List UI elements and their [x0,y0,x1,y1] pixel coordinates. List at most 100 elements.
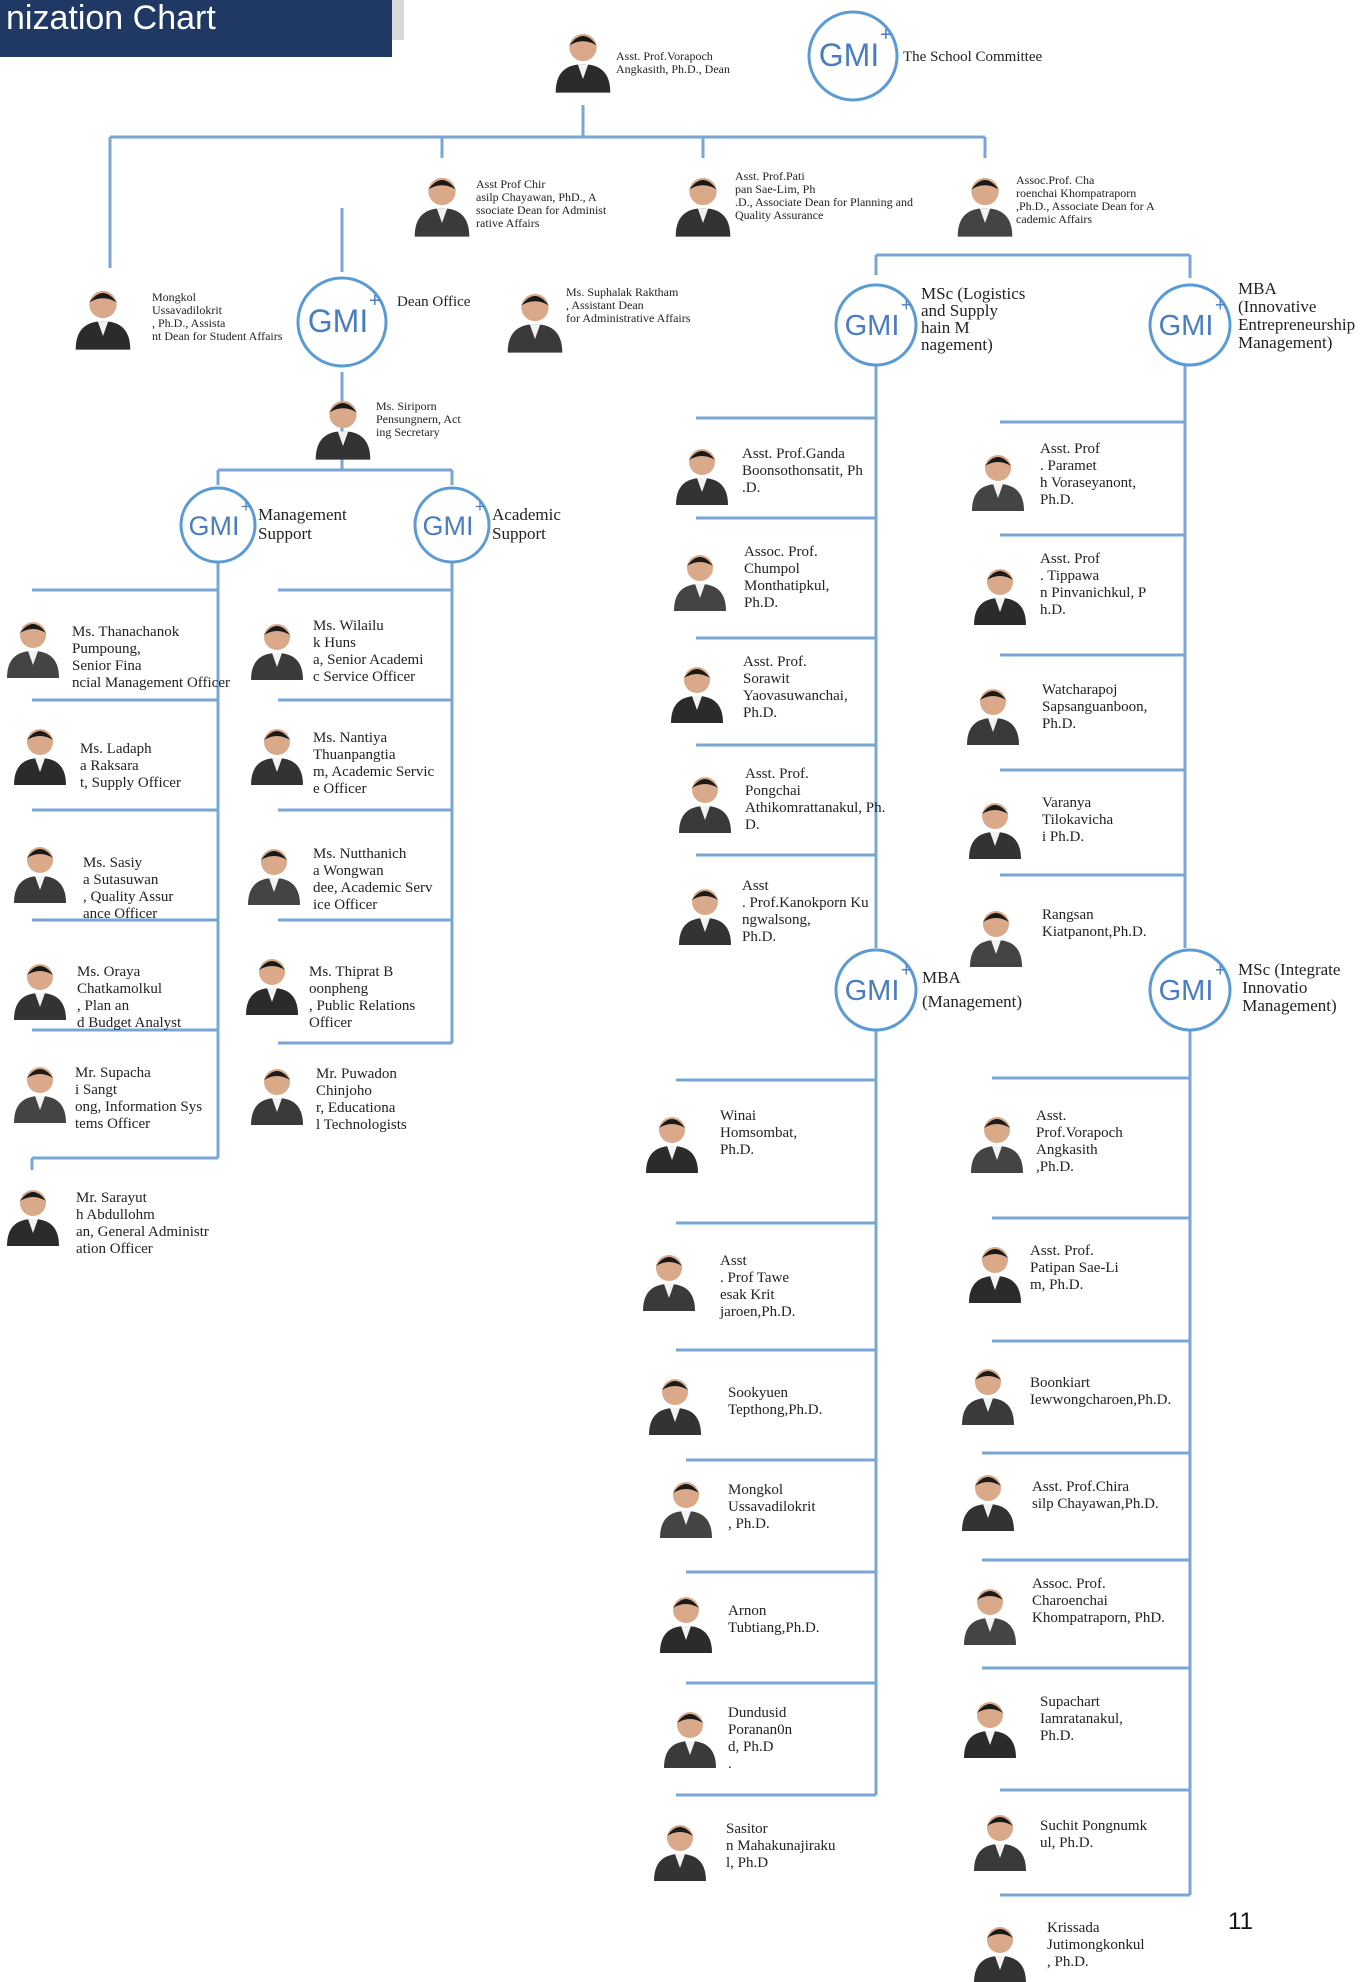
avatar-person-icon [7,622,59,678]
gmi-logo-text: GMI [845,975,900,1007]
person-name-line: Chatkamolkul [77,981,162,997]
person-name-line: a Sutasuwan [83,872,159,888]
person-name-line: i Ph.D. [1042,829,1084,845]
avatar-hair [689,179,717,190]
person-name-line: d, Ph.D [728,1739,774,1755]
person-name-line: Watcharapoj [1042,682,1117,698]
hub-label: MBA(Management) [922,968,1022,1011]
person-name-line: m, Academic Servic [313,764,435,780]
gmi-hub: GMI+MBA(Management) [834,948,1022,1032]
avatar-person-icon [14,1067,66,1123]
person-name-line: ssociate Dean for Administ [476,203,607,217]
avatar-hair [684,669,710,678]
person-name-line: Ph.D. [1042,716,1076,732]
gmi-logo-ring [179,486,257,564]
person-name-line: ,Ph.D., Associate Dean for A [1016,199,1155,213]
avatar-hair [985,457,1011,466]
avatar-shirt [700,806,710,820]
gmi-logo-text: GMI [308,303,368,339]
avatar-shirt [692,696,702,710]
person-name-line: Khompatraporn, PhD. [1032,1610,1165,1626]
avatar-person-icon [971,1117,1023,1173]
avatar-shirt [697,478,707,492]
person-name-line: Ph.D. [743,705,777,721]
person-name-line: jaroen,Ph.D. [719,1304,795,1320]
avatar-person-icon [246,959,298,1015]
avatar-hair [987,1817,1013,1826]
person-name-line: Asst. [1036,1108,1066,1124]
avatar-hair [264,731,290,740]
avatar-hair [982,805,1008,814]
avatar-hair [692,779,718,788]
person-name-line: Assoc. Prof. [744,544,818,560]
hub-label-line: nagement) [921,335,993,354]
person-name-line: Mongkol [152,290,197,304]
avatar-person-icon [675,177,731,237]
avatar-hair [264,1071,290,1080]
avatar-person-icon [643,1255,695,1311]
hub-label-line: Innovatio [1238,978,1307,997]
avatar-person-icon [7,1190,59,1246]
person-name-line: Pumpoung, [72,641,141,657]
avatar-hair [673,1599,699,1608]
avatar-hair [27,849,53,858]
person-name-line: l Technologists [316,1117,407,1133]
person-name-line: Ms. Ladaph [80,741,152,757]
hub-label-line: MSc (Integrate [1238,960,1340,979]
avatar-shirt [700,918,710,932]
person-name-line: . Prof.Kanokporn Ku [742,895,869,911]
avatar-shirt [35,758,45,772]
person-name-line: Asst. Prof.Ganda [742,446,845,462]
person-name-line: Kiatpanont,Ph.D. [1042,924,1147,940]
avatar-hair [987,571,1013,580]
person-name-line: ncial Management Officer [72,675,230,691]
person-name-line: , Ph.D. [728,1516,770,1532]
avatar-person-icon [248,849,300,905]
avatar-shirt [991,940,1001,954]
person-name-line: Ms. Suphalak Raktham [566,285,679,299]
person-name-line: Ms. Sasiy [83,855,143,871]
person-name-line: Senior Fina [72,658,142,674]
person-name-line: Pongchai [745,783,801,799]
avatar-person-icon [969,1247,1021,1303]
person-name-line: . Tippawa [1040,568,1100,584]
avatar-shirt [272,653,282,667]
avatar-hair [987,1929,1013,1938]
person-name-line: , Ph.D. [1047,1954,1089,1970]
avatar-hair [329,402,357,413]
gmi-plus-icon: + [901,295,912,315]
avatar-person-icon [964,1589,1016,1645]
person-name-line: i Sangt [75,1082,118,1098]
person-name-line: a Wongwan [313,863,384,879]
person-name-line: Sorawit [743,671,790,687]
person-name-line: , Assistant Dean [566,298,644,312]
title-shadow [392,0,404,40]
person-name-line: Suchit Pongnumk [1040,1818,1148,1834]
hub-label-line: Support [492,524,546,543]
hub-label-line: Management) [1238,996,1337,1015]
gmi-hub: GMI+The School Committee [807,10,1042,102]
avatar-shirt [28,651,38,665]
avatar-shirt [337,431,349,446]
